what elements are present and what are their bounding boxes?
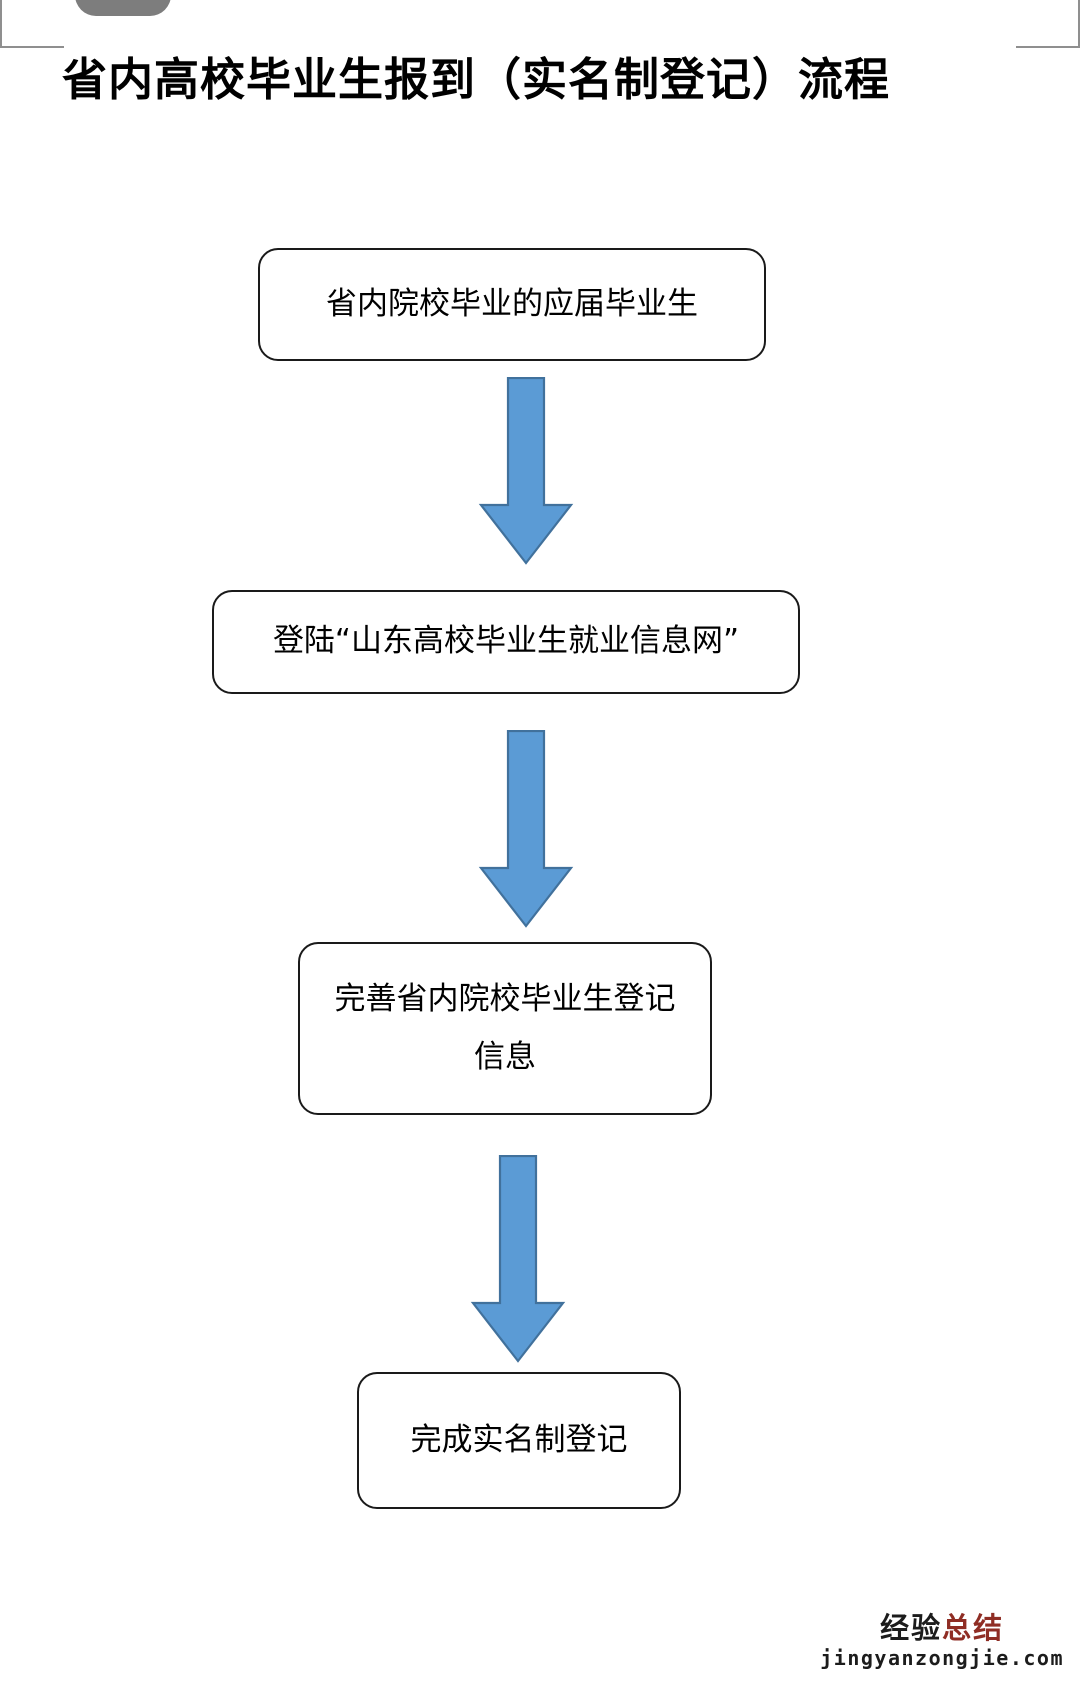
flow-node-2[interactable]: 登陆“山东高校毕业生就业信息网”	[212, 590, 800, 694]
site-watermark: 经验总结 jingyanzongjie.com	[820, 1614, 1064, 1670]
watermark-brand: 经验总结	[820, 1614, 1064, 1643]
page-corner-mark-top-right	[1016, 0, 1080, 48]
page-corner-mark-top-left	[0, 0, 64, 48]
page-title: 省内高校毕业生报到（实名制登记）流程	[62, 53, 891, 106]
flow-node-3-label: 完善省内院校毕业生登记 信息	[300, 971, 710, 1086]
clipped-gray-pill-shape	[75, 0, 171, 16]
watermark-brand-part1: 经验	[880, 1611, 943, 1645]
watermark-brand-part2: 总结	[942, 1611, 1005, 1645]
flow-node-3-label-line2: 信息	[474, 1038, 536, 1075]
flow-node-1[interactable]: 省内院校毕业的应届毕业生	[258, 248, 766, 361]
flow-arrow-2-down-icon	[476, 730, 576, 928]
flow-node-1-label: 省内院校毕业的应届毕业生	[326, 285, 698, 322]
flow-arrow-3-down-icon	[468, 1155, 568, 1363]
flow-node-4[interactable]: 完成实名制登记	[357, 1372, 681, 1509]
watermark-url: jingyanzongjie.com	[820, 1646, 1064, 1670]
flow-node-2-label: 登陆“山东高校毕业生就业信息网”	[272, 623, 740, 660]
flow-arrow-1-down-icon	[476, 377, 576, 565]
flow-node-3[interactable]: 完善省内院校毕业生登记 信息	[298, 942, 712, 1115]
flow-node-3-label-line1: 完善省内院校毕业生登记	[334, 981, 676, 1018]
flow-node-4-label: 完成实名制登记	[410, 1421, 628, 1458]
